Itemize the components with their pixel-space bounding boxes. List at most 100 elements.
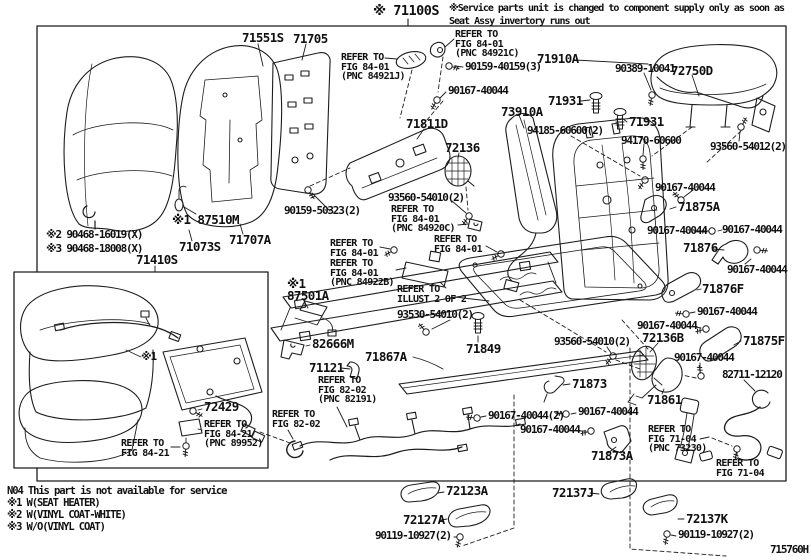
diagram-id-label: 715760H: [770, 543, 809, 556]
part-label-90167-40044-b: 90167-40044: [655, 181, 716, 194]
part-label-71931-a: 71931: [548, 93, 583, 108]
wire-harness-drawing: [286, 406, 526, 461]
hog-ring-drawing: [82, 205, 96, 230]
part-label-71121: 71121: [309, 360, 344, 375]
seat-belt-buckle-drawing: [674, 397, 700, 464]
part-label-71875a: 71875A: [678, 199, 720, 214]
occupant-sensor-drawing: [294, 300, 337, 337]
part-label-72136: 72136: [445, 140, 480, 155]
part-label-71707a: 71707A: [229, 232, 271, 247]
part-label-93530-54010: 93530-54010(2): [397, 308, 474, 321]
part-label-72136b: 72136B: [642, 330, 684, 345]
part-label-90167-40044-h: 90167-40044: [674, 351, 735, 364]
part-label-93560-54010-a: 93560-54010(2): [388, 191, 465, 204]
part-label-90468-18008: ※3 90468-18008(X): [46, 242, 143, 255]
part-label-90167-40044-j: 90167-40044: [578, 405, 639, 418]
part-label-90167-40044-d: 90167-40044: [722, 223, 783, 236]
ref-fig-84-21: REFER TO FIG 84-21: [121, 438, 170, 459]
seatback-pad-drawing: [174, 45, 283, 228]
part-label-71551s: 71551S: [242, 30, 284, 45]
part-label-90119-10927-a: 90119-10927(2): [375, 529, 452, 542]
part-label-90167-40044-a: 90167-40044: [448, 84, 509, 97]
part-label-71410s: 71410S: [136, 252, 178, 267]
tube-71121-drawing: [346, 361, 360, 380]
recline-shield-drawing: [345, 127, 451, 201]
part-label-71875f: 71875F: [743, 333, 785, 348]
ref-fig-84-01-a: REFER TO FIG 84-01: [434, 234, 483, 255]
availability-note: N04 This part is not available for servi…: [7, 485, 227, 497]
latch-82666m-drawing: [280, 339, 305, 360]
headrest-stay-drawing: [656, 76, 776, 133]
seatback-board-drawing: [270, 52, 331, 195]
part-label-71861: 71861: [647, 392, 682, 407]
part-label-87501a: ※1 87501A: [287, 276, 329, 303]
part-label-90159-40159: 90159-40159(3): [465, 60, 542, 73]
part-label-90167-40044-i: 90167-40044(2): [488, 409, 565, 422]
ref-fig-84-01-pnc-84921c: REFER TO FIG 84-01 (PNC 84921C): [455, 29, 520, 59]
front-bar-drawing: [398, 350, 649, 395]
ref-illust-2-of-2: REFER TO ILLUST 2 OF 2: [397, 284, 467, 305]
part-label-90167-40044-k: 90167-40044: [520, 423, 581, 436]
dashed-lines: [259, 56, 742, 557]
part-label-90159-50323: 90159-50323(2): [284, 204, 361, 217]
part-label-93560-54012: 93560-54012(2): [710, 140, 787, 153]
part-label-71876: 71876: [683, 240, 718, 255]
clip-84920c-drawing: [467, 218, 483, 232]
switch-84922b-drawing: [401, 250, 449, 289]
marker-note-1: ※1: [141, 350, 157, 363]
part-label-71873: 71873: [572, 376, 607, 391]
recline-knob-drawing: [444, 155, 475, 187]
part-label-71705: 71705: [293, 31, 328, 46]
part-label-94170-60600: 94170-60600: [621, 134, 682, 147]
legend-vinyl-coat-white: ※2 W(VINYL COAT-WHITE): [7, 509, 127, 521]
small-handle-parts-drawing: [395, 41, 446, 69]
part-label-72123a: 72123A: [446, 483, 488, 498]
ref-fig-84-01-pnc-84922b: REFER TO FIG 84-01 (PNC 84922B): [330, 258, 395, 288]
seat-cushion-drawing: [18, 285, 182, 463]
ref-fig-84-01-b: REFER TO FIG 84-01: [330, 238, 379, 259]
part-label-87510m: ※1 87510M: [172, 212, 240, 227]
headrest-drawing: [650, 44, 778, 128]
part-label-72137j: 72137J: [552, 485, 594, 500]
part-label-90167-40044-f: 90167-40044: [697, 305, 758, 318]
part-label-82666m: 82666M: [312, 336, 354, 351]
part-label-72750d: 72750D: [671, 63, 713, 78]
service-note: ※Service parts unit is changed to compon…: [449, 3, 785, 27]
ref-fig-84-01-pnc-84921j: REFER TO FIG 84-01 (PNC 84921J): [341, 52, 406, 82]
part-label-93560-54010-b: 93560-54010(2): [554, 335, 631, 348]
part-label-94185-60600: 94185-60600(2): [527, 124, 604, 137]
part-label-72127a: 72127A: [403, 512, 445, 527]
right-side-hardware: [543, 194, 749, 454]
ref-fig-71-04-pnc-73230: REFER TO FIG 71-04 (PNC 73230): [648, 424, 707, 454]
part-label-72429: 72429: [204, 399, 239, 414]
part-label-71867a: 71867A: [365, 349, 407, 364]
part-label-90167-40044-g: 90167-40044: [637, 319, 698, 332]
ref-fig-82-02-pnc-82191: REFER TO FIG 82-02 (PNC 82191): [318, 375, 377, 405]
part-label-90119-10927-b: 90119-10927(2): [678, 528, 755, 541]
part-label-71811d: 71811D: [406, 116, 448, 131]
part-label-90167-40044-c: 90167-40044: [647, 224, 708, 237]
part-label-71073s: 71073S: [179, 239, 221, 254]
figure-number-label: ※ 71100S: [373, 3, 440, 19]
part-label-71931-b: 71931: [629, 114, 664, 129]
part-label-71873a: 71873A: [591, 448, 633, 463]
part-label-71876f: 71876F: [702, 281, 744, 296]
buckle-wire-drawing: [699, 389, 783, 462]
border-frame: [13, 18, 787, 482]
seatback-cover-drawing: [63, 56, 178, 232]
part-label-82711-12120: 82711-12120: [722, 368, 783, 381]
legend-wo-vinyl-coat: ※3 W/O(VINYL COAT): [7, 521, 106, 533]
seat-heater-mat-drawing: [162, 337, 266, 443]
ref-fig-84-01-pnc-84920c: REFER TO FIG 84-01 (PNC 84920C): [391, 204, 456, 234]
leader-lines: [94, 38, 756, 538]
ref-fig-84-21-pnc-89952: REFER TO FIG 84-21 (PNC 89952): [204, 419, 263, 449]
legend-seat-heater: ※1 W(SEAT HEATER): [7, 497, 101, 509]
part-label-90468-16019: ※2 90468-16019(X): [46, 228, 143, 241]
ref-fig-82-02: REFER TO FIG 82-02: [272, 409, 321, 430]
part-label-90389-10041: 90389-10041: [615, 62, 676, 75]
part-label-72137k: 72137K: [686, 511, 728, 526]
seat-frame-drawing: [458, 117, 669, 318]
part-label-73910a: 73910A: [501, 104, 543, 119]
bottom-trim-parts: [400, 478, 678, 528]
